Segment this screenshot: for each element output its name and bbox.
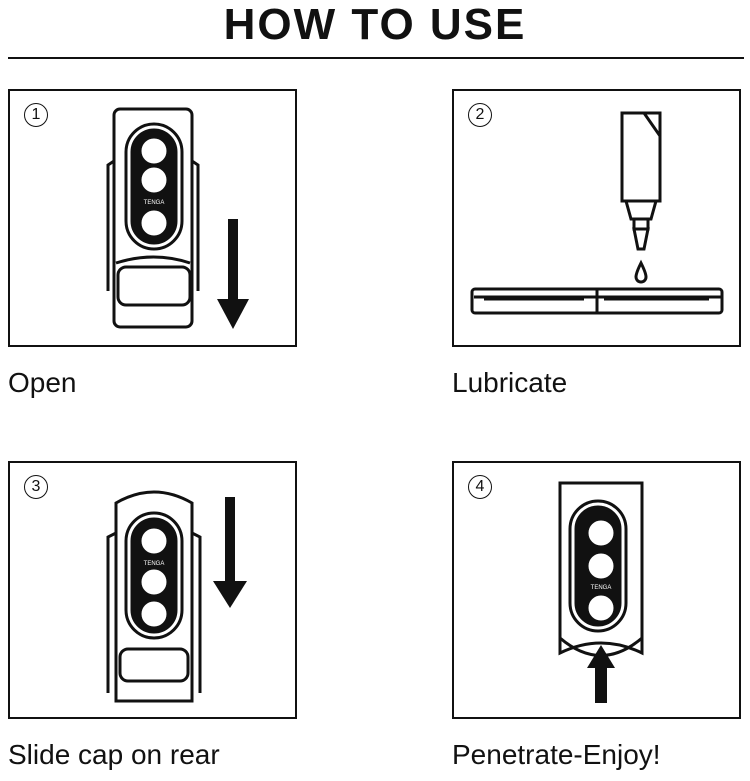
insert-icon: TENGA [558,481,644,703]
svg-text:TENGA: TENGA [144,561,165,567]
title-divider [8,57,744,59]
step-2-panel: 2 [452,89,741,347]
slide-cap-icon: TENGA [106,490,247,703]
step-2-caption: Lubricate [452,367,568,398]
step-2-number: 2 [468,103,492,127]
device-open-icon: TENGA [106,107,249,329]
lubricant-bottle-icon [470,111,724,315]
step-1-panel: 1 TENGA [8,89,297,347]
step-3-panel: 3 TENGA [8,461,297,719]
step-4-panel: 4 TENGA [452,461,741,719]
svg-text:TENGA: TENGA [591,585,612,591]
step-4-number: 4 [468,475,492,499]
page-title: HOW TO USE [223,0,527,49]
step-4-caption: Penetrate-Enjoy! [452,739,661,770]
brand-mark: TENGA [144,200,165,206]
step-1-number: 1 [24,103,48,127]
step-1-caption: Open [8,367,77,398]
step-3-caption: Slide cap on rear [8,739,220,770]
step-3-number: 3 [24,475,48,499]
